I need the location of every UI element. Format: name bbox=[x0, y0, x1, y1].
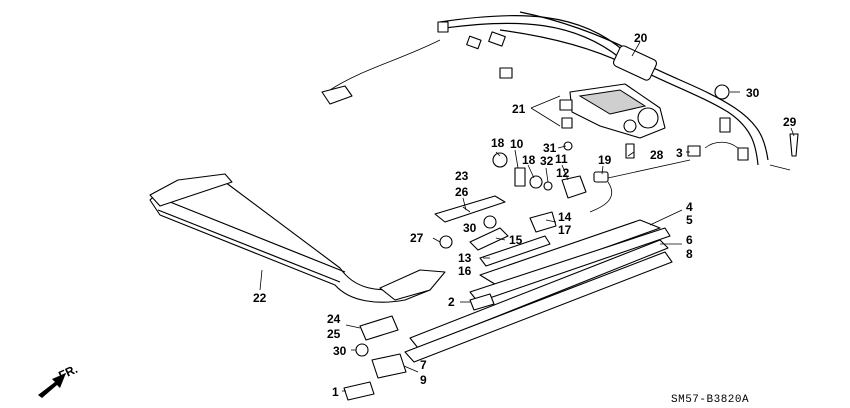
callout-12: 12 bbox=[556, 166, 570, 180]
callout-30-bottom: 30 bbox=[333, 344, 347, 358]
callout-26: 26 bbox=[455, 185, 469, 199]
callout-18-b: 18 bbox=[522, 153, 536, 167]
callout-31: 31 bbox=[543, 141, 557, 155]
callout-9: 9 bbox=[420, 373, 427, 387]
callout-8: 8 bbox=[686, 247, 693, 261]
callout-16: 16 bbox=[458, 264, 472, 278]
callout-15: 15 bbox=[509, 233, 523, 247]
callout-17: 17 bbox=[558, 223, 572, 237]
front-arrow-icon bbox=[38, 373, 66, 398]
callout-32: 32 bbox=[540, 154, 554, 168]
callout-21: 21 bbox=[512, 102, 526, 116]
callout-5: 5 bbox=[686, 213, 693, 227]
callout-1: 1 bbox=[332, 385, 339, 399]
callout-19: 19 bbox=[598, 153, 612, 167]
hardware-parts bbox=[343, 84, 799, 401]
callout-11: 11 bbox=[555, 152, 568, 166]
callout-4: 4 bbox=[686, 200, 693, 214]
callout-18-a: 18 bbox=[491, 136, 505, 150]
callout-7: 7 bbox=[420, 358, 427, 372]
drawing-code: SM57-B3820A bbox=[671, 394, 749, 406]
callout-27: 27 bbox=[410, 231, 424, 245]
callout-24: 24 bbox=[327, 312, 341, 326]
front-direction-marker: FR. bbox=[38, 362, 80, 398]
glass-frame bbox=[149, 173, 446, 303]
callout-30-top: 30 bbox=[746, 86, 760, 100]
callout-22: 22 bbox=[253, 291, 267, 305]
callout-23: 23 bbox=[455, 169, 469, 183]
callout-29: 29 bbox=[783, 115, 797, 129]
callout-6: 6 bbox=[686, 233, 693, 247]
callouts: 20 21 30 29 28 3 18 10 18 32 31 11 12 19… bbox=[253, 31, 797, 399]
callout-3: 3 bbox=[676, 146, 683, 160]
cable-harness bbox=[321, 11, 791, 171]
callout-14: 14 bbox=[558, 210, 572, 224]
callout-30-mid: 30 bbox=[463, 221, 477, 235]
callout-2: 2 bbox=[448, 295, 455, 309]
callout-13: 13 bbox=[458, 251, 472, 265]
callout-25: 25 bbox=[327, 327, 341, 341]
sunroof-motor bbox=[559, 83, 666, 139]
leader-lines bbox=[259, 41, 795, 392]
rails bbox=[404, 219, 673, 363]
callout-20: 20 bbox=[634, 31, 648, 45]
fr-label: FR. bbox=[56, 362, 79, 383]
callout-28: 28 bbox=[650, 148, 664, 162]
callout-10: 10 bbox=[510, 137, 524, 151]
